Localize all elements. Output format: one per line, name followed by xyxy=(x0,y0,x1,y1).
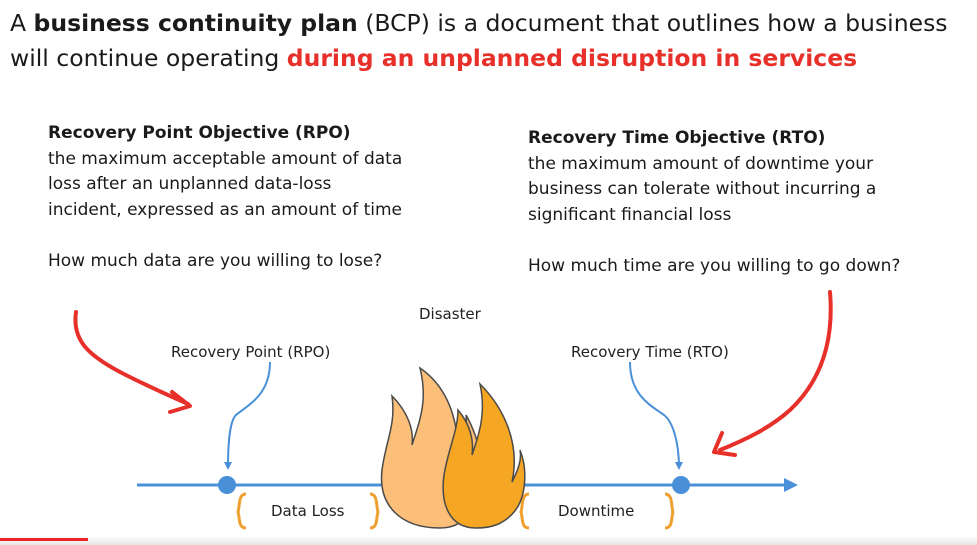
headline-prefix: A xyxy=(10,9,34,37)
headline-middle: (BCP) is a document that outlines how a … xyxy=(10,9,948,72)
timeline-arrowhead xyxy=(784,478,798,492)
flame-right xyxy=(442,381,526,529)
rto-block: Recovery Time Objective (RTO) the maximu… xyxy=(528,126,928,279)
downtime-bracket-right xyxy=(664,492,675,530)
headline: A business continuity plan (BCP) is a do… xyxy=(10,6,970,76)
fire-icon xyxy=(380,366,526,529)
headline-term: business continuity plan xyxy=(33,9,358,37)
rto-description: the maximum amount of downtime your busi… xyxy=(528,153,877,225)
rto-question: How much time are you willing to go down… xyxy=(528,255,901,276)
recovery-point-dot xyxy=(218,476,236,494)
recovery-time-label: Recovery Time (RTO) xyxy=(571,343,729,361)
rto-pointer xyxy=(629,361,683,470)
rpo-red-arrow-head xyxy=(168,390,192,414)
downtime-label: Downtime xyxy=(558,502,635,520)
rto-title: Recovery Time Objective (RTO) xyxy=(528,128,826,148)
rpo-question: How much data are you willing to lose? xyxy=(48,250,383,271)
data-loss-bracket-right xyxy=(369,492,380,530)
rpo-title: Recovery Point Objective (RPO) xyxy=(48,123,351,143)
video-progress-bar[interactable] xyxy=(0,538,88,541)
rpo-pointer xyxy=(224,361,271,470)
rto-red-arrow xyxy=(718,290,833,452)
disaster-label: Disaster xyxy=(419,305,481,323)
video-control-bar[interactable] xyxy=(0,536,977,545)
recovery-time-dot xyxy=(672,476,690,494)
headline-emphasis: during an unplanned disruption in servic… xyxy=(286,44,858,72)
rpo-red-arrow xyxy=(73,310,190,406)
data-loss-bracket-left xyxy=(236,492,247,530)
rpo-description: the maximum acceptable amount of data lo… xyxy=(48,148,403,220)
data-loss-label: Data Loss xyxy=(271,502,345,520)
recovery-point-label: Recovery Point (RPO) xyxy=(171,343,331,361)
downtime-bracket-left xyxy=(519,492,530,530)
rto-red-arrow-head xyxy=(712,431,737,457)
rpo-block: Recovery Point Objective (RPO) the maxim… xyxy=(48,121,408,274)
